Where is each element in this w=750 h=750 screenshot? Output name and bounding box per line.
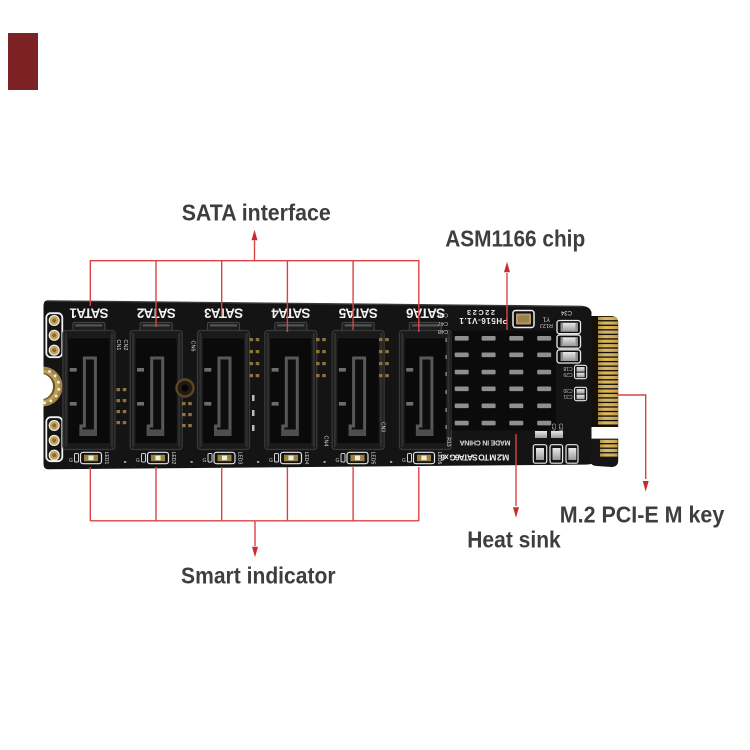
svg-text:G: G — [203, 458, 207, 464]
svg-text:C29: C29 — [563, 371, 572, 377]
svg-text:G: G — [269, 458, 273, 464]
svg-text:C34: C34 — [560, 309, 572, 315]
svg-text:R13: R13 — [445, 437, 451, 446]
svg-text:LED2: LED2 — [170, 452, 176, 465]
svg-text:G: G — [336, 458, 340, 464]
svg-text:SATA4: SATA4 — [271, 305, 310, 320]
svg-text:C30: C30 — [563, 387, 572, 393]
svg-text:G: G — [69, 458, 73, 464]
svg-text:CN4: CN4 — [323, 435, 329, 446]
svg-text:LED3: LED3 — [237, 452, 243, 465]
svg-text:M.2 M TO SATA6G x6: M.2 M TO SATA6G x6 — [440, 452, 509, 462]
svg-text:SATA3: SATA3 — [204, 305, 243, 320]
svg-text:CN6: CN6 — [190, 340, 196, 351]
svg-text:LED4: LED4 — [303, 452, 309, 465]
svg-text:SATA1: SATA1 — [69, 305, 108, 320]
svg-text:G: G — [136, 458, 140, 464]
svg-text:Y1: Y1 — [542, 315, 550, 321]
svg-text:C47: C47 — [438, 320, 448, 326]
svg-text:M.2 PCI-E M key: M.2 PCI-E M key — [560, 501, 725, 527]
svg-text:LED1: LED1 — [103, 452, 109, 465]
svg-text:CN3: CN3 — [380, 422, 386, 432]
svg-text:C26: C26 — [557, 423, 563, 432]
svg-text:ASM1166 chip: ASM1166 chip — [445, 225, 585, 251]
svg-text:SATA6: SATA6 — [406, 305, 445, 320]
svg-text:CN1: CN1 — [115, 339, 121, 350]
svg-text:22C23: 22C23 — [467, 308, 495, 317]
svg-text:PH516-V1.1: PH516-V1.1 — [459, 316, 508, 325]
svg-text:C46: C46 — [438, 312, 448, 318]
svg-text:C24: C24 — [550, 423, 556, 432]
svg-text:Smart indicator: Smart indicator — [181, 563, 336, 589]
svg-text:G: G — [402, 458, 406, 464]
svg-text:SATA5: SATA5 — [338, 305, 377, 320]
svg-text:MADE IN CHINA: MADE IN CHINA — [460, 439, 511, 446]
svg-text:SATA interface: SATA interface — [182, 199, 331, 225]
svg-text:LED5: LED5 — [370, 452, 376, 465]
svg-text:C48: C48 — [438, 328, 448, 334]
svg-text:LED6: LED6 — [436, 452, 442, 465]
svg-text:R12J: R12J — [540, 322, 553, 328]
svg-text:C18: C18 — [563, 365, 572, 371]
svg-text:CN2: CN2 — [122, 339, 128, 350]
svg-text:C31: C31 — [563, 393, 572, 399]
svg-text:Heat sink: Heat sink — [467, 526, 561, 552]
